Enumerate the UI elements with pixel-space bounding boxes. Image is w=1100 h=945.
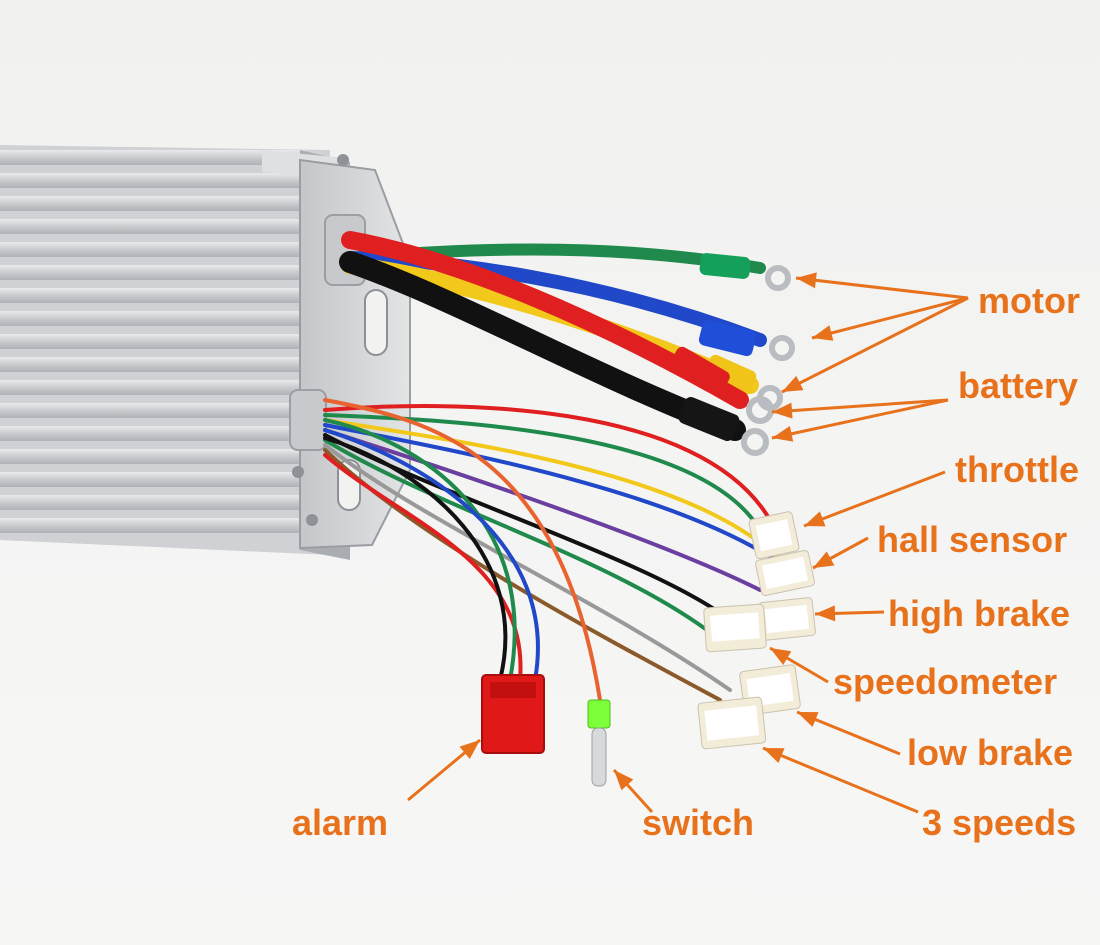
heat-sink-fin [0, 403, 305, 418]
arrow-head-icon [763, 748, 785, 764]
three-speed-connector [697, 696, 767, 750]
heat-sink-fin [0, 518, 305, 533]
cable-grommet [289, 389, 327, 451]
heat-sink-fin [0, 334, 305, 349]
label-motor: motor [978, 280, 1080, 321]
arrow-line [771, 398, 949, 440]
arrow-head-icon [797, 712, 819, 727]
heat-sink-fin [0, 495, 305, 510]
arrow-line [803, 470, 946, 528]
label-3-speeds: 3 speeds [922, 802, 1077, 843]
arrow-line [811, 296, 969, 340]
screw-icon [306, 514, 318, 526]
signal-wires [323, 398, 792, 702]
heat-sink-fin [0, 150, 305, 165]
heat-sink-fin [0, 449, 305, 464]
arrow-head-icon [459, 740, 480, 759]
label-speedometer: speedometer [833, 661, 1058, 702]
heat-sink-fin [0, 380, 305, 395]
hall-sensor-connector [755, 550, 815, 596]
arrow-line [781, 296, 969, 394]
arrow-line [771, 398, 949, 414]
heat-sink-fin [0, 242, 305, 257]
heat-sink-fin [0, 173, 305, 188]
ring-terminal [741, 428, 769, 456]
screw-icon [292, 466, 304, 478]
ring-terminal [769, 335, 795, 361]
label-switch: switch [642, 802, 755, 843]
callout-arrows [407, 272, 969, 814]
mounting-slot [364, 289, 388, 356]
screw-icon [337, 154, 349, 166]
label-alarm: alarm [292, 802, 389, 843]
high-brake-connector [757, 597, 816, 641]
arrow-head-icon [812, 325, 834, 341]
controller-housing [0, 145, 411, 560]
mounting-slot [337, 459, 361, 511]
throttle-connector [748, 511, 800, 560]
switch-connector [587, 699, 611, 787]
speedometer-connector [703, 603, 767, 653]
arrow-head-icon [782, 375, 804, 392]
heat-sink-fin [0, 472, 305, 487]
label-high-brake: high brake [888, 593, 1071, 634]
ring-terminal [746, 396, 774, 424]
arrow-head-icon [772, 425, 794, 442]
arrow-head-icon [815, 605, 836, 622]
arrow-head-icon [614, 770, 634, 791]
heat-sink-fin [0, 426, 305, 441]
alarm-connector [481, 674, 545, 754]
arrow-head-icon [796, 272, 817, 289]
heat-sink-fin [0, 265, 305, 280]
heat-sink-fin [0, 219, 305, 234]
arrow-head-icon [770, 648, 792, 666]
heat-sink-fins [0, 150, 305, 533]
label-throttle: throttle [955, 449, 1079, 490]
arrow-line [762, 746, 919, 814]
arrow-head-icon [772, 402, 793, 419]
arrow-head-icon [804, 511, 826, 527]
label-low-brake: low brake [907, 732, 1074, 773]
heat-sink-fin [0, 357, 305, 372]
label-hall-sensor: hall sensor [877, 519, 1068, 560]
arrow-line [795, 276, 969, 300]
arrow-head-icon [813, 551, 835, 568]
heat-sink-fin [0, 288, 305, 303]
connectors [481, 511, 816, 787]
label-battery: battery [958, 365, 1079, 406]
heat-sink-fin [0, 311, 305, 326]
battery-wires [339, 231, 774, 456]
heat-sink-fin [0, 196, 305, 211]
ring-terminal [765, 265, 791, 291]
